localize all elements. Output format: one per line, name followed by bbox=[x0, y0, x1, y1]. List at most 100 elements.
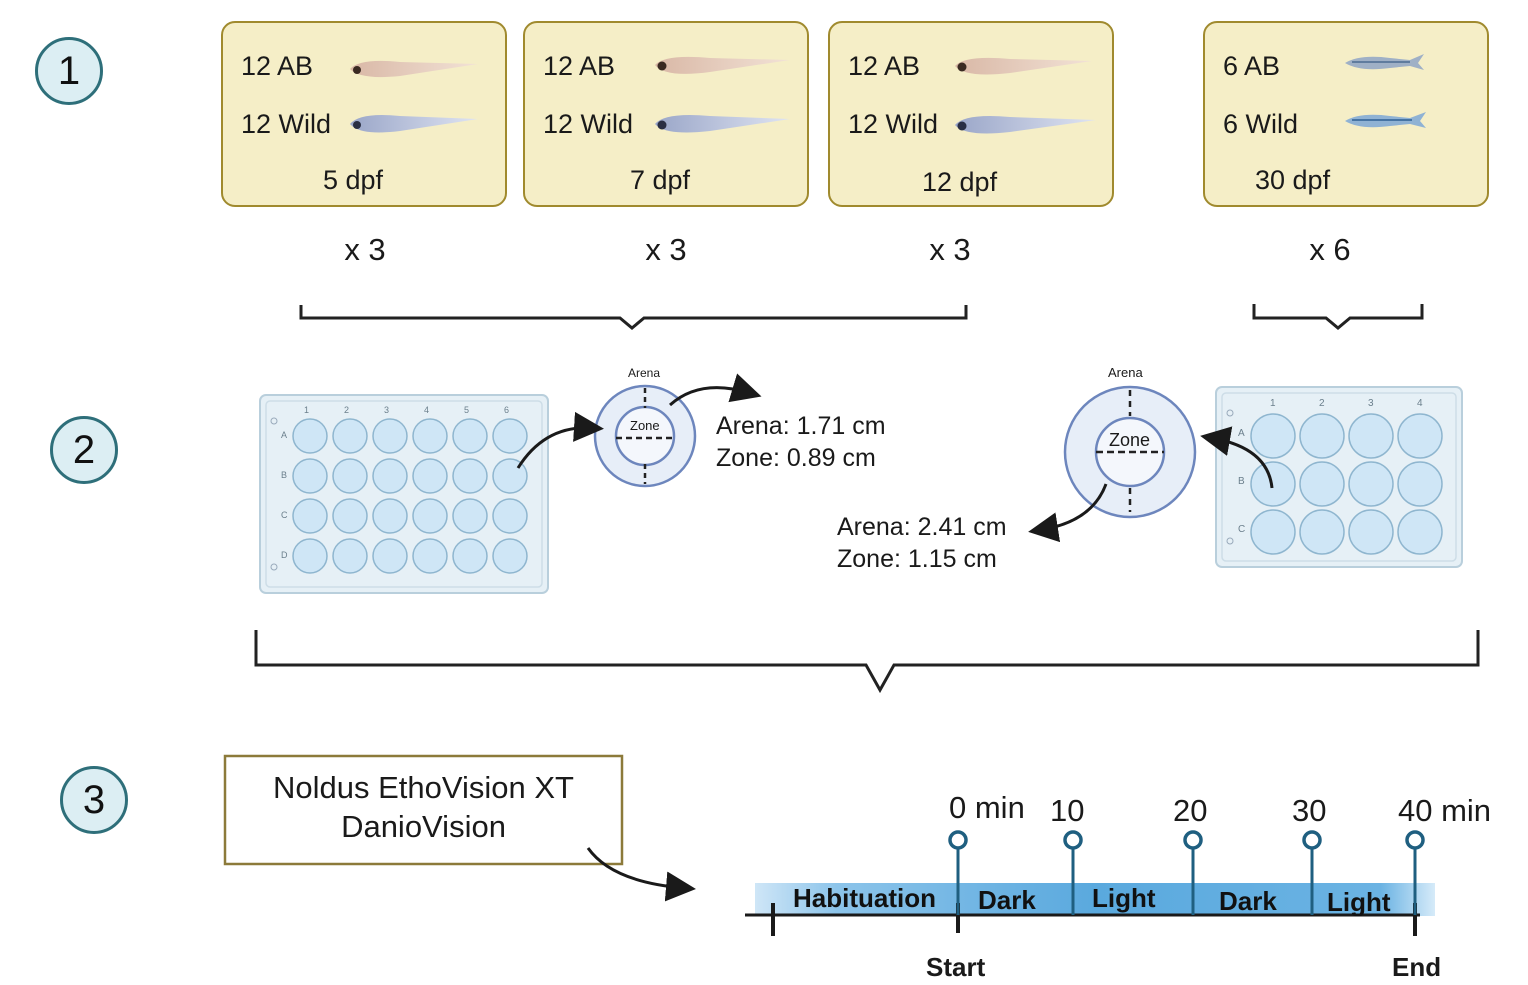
segment-habituation: Habituation bbox=[793, 883, 936, 913]
segment-light-1: Light bbox=[1092, 883, 1156, 913]
plate-24-well bbox=[259, 394, 549, 594]
age-label: 7 dpf bbox=[630, 165, 691, 195]
well bbox=[372, 538, 408, 574]
multiplier-12dpf: x 3 bbox=[929, 232, 971, 267]
well bbox=[332, 458, 368, 494]
well bbox=[412, 418, 448, 454]
well bbox=[1250, 509, 1296, 555]
zone-label-24: Zone bbox=[630, 418, 660, 433]
group-card-30dpf: 6 AB 6 Wild 30 dpf bbox=[1203, 21, 1489, 207]
pin-head bbox=[1405, 830, 1425, 850]
age-label: 5 dpf bbox=[323, 165, 384, 195]
wild-count: 12 Wild bbox=[241, 109, 332, 139]
age-label: 30 dpf bbox=[1255, 165, 1331, 195]
timeline-pins bbox=[948, 830, 1425, 915]
zone-dim-12: Zone: 1.15 cm bbox=[837, 545, 997, 573]
timeline-end-label: End bbox=[1392, 952, 1442, 982]
multiplier-5dpf: x 3 bbox=[344, 232, 386, 267]
plate-col-label: 4 bbox=[1417, 398, 1423, 409]
well bbox=[332, 418, 368, 454]
group-card-7dpf: 12 AB 12 Wild 7 dpf bbox=[523, 21, 809, 207]
plate-row-label: D bbox=[281, 550, 288, 560]
plate-row-label: A bbox=[1238, 428, 1245, 439]
arena-diagram-24 bbox=[593, 384, 697, 488]
pin-head bbox=[1302, 830, 1322, 850]
wild-count: 6 Wild bbox=[1223, 109, 1299, 139]
time-0: 0 min bbox=[949, 790, 1025, 825]
well bbox=[452, 418, 488, 454]
arrow-software-to-timeline bbox=[586, 847, 696, 902]
plate-col-label: 4 bbox=[424, 405, 430, 415]
well bbox=[1299, 509, 1345, 555]
pin-head bbox=[948, 830, 968, 850]
larva-wild-icon bbox=[350, 115, 1096, 134]
plate-row-label: C bbox=[1238, 524, 1246, 535]
well bbox=[1397, 461, 1443, 507]
zone-dim-24: Zone: 0.89 cm bbox=[716, 444, 876, 472]
timeline-start-label: Start bbox=[926, 952, 986, 982]
arena-label-24: Arena bbox=[628, 366, 661, 380]
zone-label-12: Zone bbox=[1109, 430, 1151, 450]
segment-dark-2: Dark bbox=[1219, 886, 1277, 916]
arrow-arena-to-dims-24 bbox=[668, 373, 762, 407]
well bbox=[372, 498, 408, 534]
brace-larvae bbox=[299, 305, 968, 330]
ab-count: 12 AB bbox=[848, 51, 921, 81]
time-20: 20 bbox=[1173, 793, 1208, 828]
ab-count: 12 AB bbox=[241, 51, 314, 81]
plate-col-label: 6 bbox=[504, 405, 510, 415]
plate-col-label: 3 bbox=[384, 405, 390, 415]
well bbox=[412, 498, 448, 534]
multiplier-7dpf: x 3 bbox=[645, 232, 687, 267]
well bbox=[1348, 509, 1394, 555]
timeline-band bbox=[755, 883, 1435, 916]
well bbox=[452, 458, 488, 494]
dims-24: Arena: 1.71 cm Zone: 0.89 cm bbox=[716, 410, 886, 474]
plate-row-label: A bbox=[281, 430, 288, 440]
plate-col-label: 3 bbox=[1368, 398, 1374, 409]
time-30: 30 bbox=[1292, 793, 1327, 828]
well bbox=[292, 498, 328, 534]
well bbox=[412, 538, 448, 574]
well bbox=[372, 458, 408, 494]
well bbox=[1397, 413, 1443, 459]
arrow-well-to-arena-12 bbox=[1200, 426, 1274, 489]
time-10: 10 bbox=[1050, 793, 1085, 828]
age-label: 12 dpf bbox=[922, 167, 998, 197]
arena-dim-12: Arena: 2.41 cm bbox=[837, 513, 1007, 541]
arrow-arena-to-dims-12 bbox=[1028, 483, 1108, 543]
plate-col-label: 2 bbox=[1319, 398, 1325, 409]
plate-col-label: 5 bbox=[464, 405, 470, 415]
well bbox=[372, 418, 408, 454]
larva-ab-icon bbox=[350, 56, 1092, 78]
ab-count: 6 AB bbox=[1223, 51, 1281, 81]
brace-all-plates bbox=[254, 630, 1480, 694]
group-card-5dpf: 12 AB 12 Wild 5 dpf bbox=[221, 21, 507, 207]
well bbox=[492, 538, 528, 574]
well bbox=[292, 458, 328, 494]
plate-row-label: B bbox=[281, 470, 288, 480]
plate-12-well bbox=[1215, 386, 1463, 568]
wild-count: 12 Wild bbox=[848, 109, 939, 139]
time-40: 40 min bbox=[1398, 793, 1492, 828]
plate-col-label: 1 bbox=[304, 405, 310, 415]
software-module: DanioVision bbox=[341, 809, 506, 844]
well bbox=[1348, 413, 1394, 459]
well bbox=[452, 498, 488, 534]
segment-dark-1: Dark bbox=[978, 885, 1036, 915]
brace-adult bbox=[1252, 304, 1424, 330]
well bbox=[1397, 509, 1443, 555]
ab-count: 12 AB bbox=[543, 51, 616, 81]
plate-row-label: B bbox=[1238, 476, 1245, 487]
well bbox=[1250, 461, 1296, 507]
adult-fish-icon bbox=[1345, 54, 1426, 128]
plate-col-label: 1 bbox=[1270, 398, 1276, 409]
well bbox=[292, 418, 328, 454]
plate-col-label: 2 bbox=[344, 405, 350, 415]
pin-head bbox=[1183, 830, 1203, 850]
step-3-badge: 3 bbox=[60, 766, 128, 834]
group-card-12dpf: 12 AB 12 Wild 12 dpf bbox=[828, 21, 1114, 207]
well bbox=[1250, 413, 1296, 459]
step-1-badge: 1 bbox=[35, 37, 103, 105]
step-2-badge: 2 bbox=[50, 416, 118, 484]
